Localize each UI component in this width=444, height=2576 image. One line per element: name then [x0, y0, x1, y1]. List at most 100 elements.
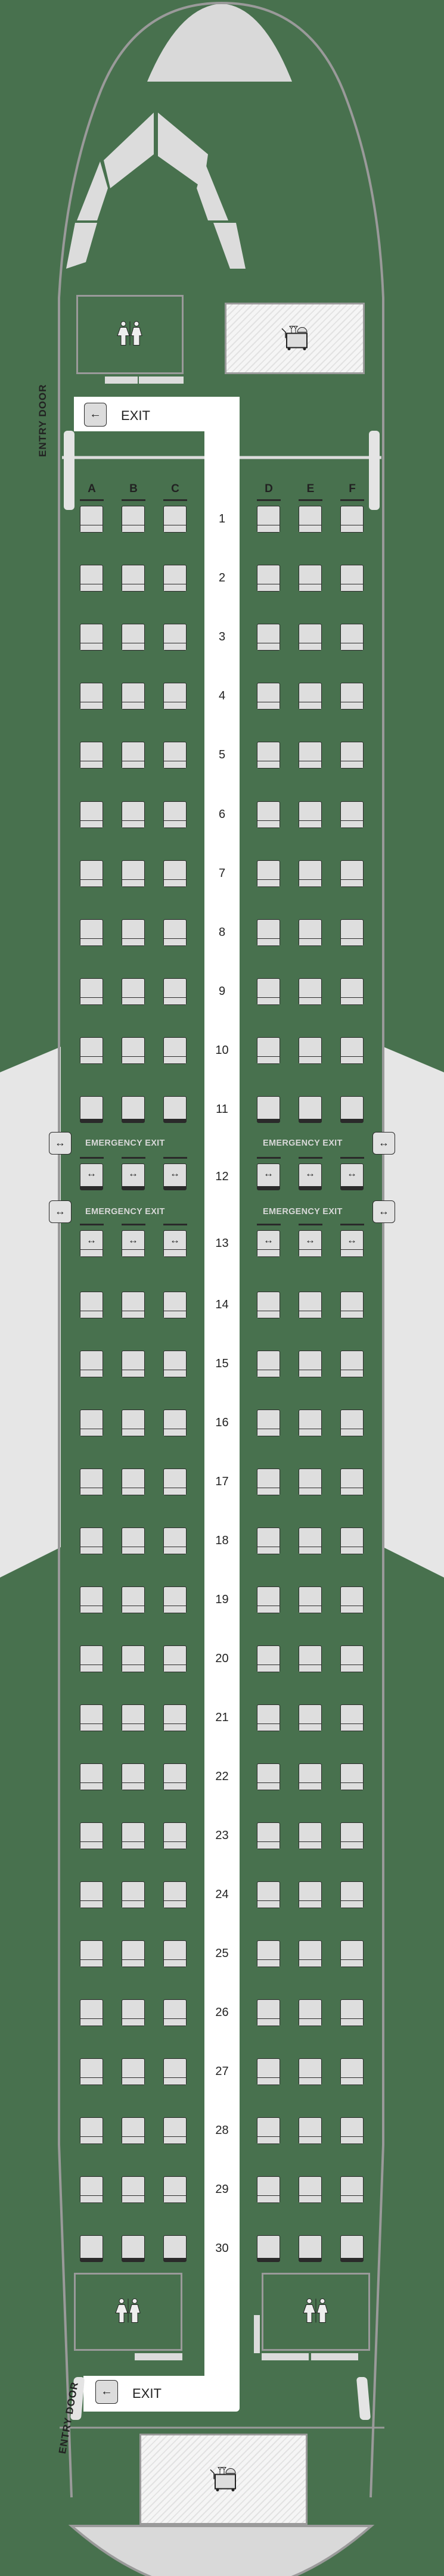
emergency-exit-door-left-2[interactable]: ↔	[49, 1200, 72, 1223]
seat-5F[interactable]	[340, 742, 364, 769]
seat-19E[interactable]	[299, 1586, 322, 1613]
seat-24C[interactable]	[163, 1881, 187, 1908]
seat-5C[interactable]	[163, 742, 187, 769]
seat-8C[interactable]	[163, 919, 187, 946]
seat-20E[interactable]	[299, 1645, 322, 1672]
seat-6A[interactable]	[80, 801, 103, 828]
seat-9D[interactable]	[257, 978, 280, 1005]
seat-12D[interactable]: ↔	[257, 1163, 280, 1190]
seat-16D[interactable]	[257, 1410, 280, 1436]
seat-9C[interactable]	[163, 978, 187, 1005]
seat-22F[interactable]	[340, 1763, 364, 1790]
seat-18E[interactable]	[299, 1527, 322, 1554]
seat-1E[interactable]	[299, 506, 322, 533]
seat-10C[interactable]	[163, 1037, 187, 1064]
seat-18F[interactable]	[340, 1527, 364, 1554]
seat-27B[interactable]	[122, 2058, 145, 2085]
seat-4C[interactable]	[163, 683, 187, 710]
seat-4D[interactable]	[257, 683, 280, 710]
seat-2A[interactable]	[80, 565, 103, 592]
seat-23B[interactable]	[122, 1822, 145, 1849]
seat-30B[interactable]	[122, 2235, 145, 2262]
seat-1A[interactable]	[80, 506, 103, 533]
seat-8A[interactable]	[80, 919, 103, 946]
seat-14E[interactable]	[299, 1292, 322, 1318]
seat-3B[interactable]	[122, 624, 145, 651]
seat-11F[interactable]	[340, 1096, 364, 1123]
seat-22B[interactable]	[122, 1763, 145, 1790]
seat-29F[interactable]	[340, 2176, 364, 2203]
seat-17B[interactable]	[122, 1469, 145, 1495]
seat-11E[interactable]	[299, 1096, 322, 1123]
seat-27A[interactable]	[80, 2058, 103, 2085]
seat-13E[interactable]: ↔	[299, 1230, 322, 1257]
seat-14B[interactable]	[122, 1292, 145, 1318]
seat-19B[interactable]	[122, 1586, 145, 1613]
seat-4F[interactable]	[340, 683, 364, 710]
seat-16A[interactable]	[80, 1410, 103, 1436]
seat-13A[interactable]: ↔	[80, 1230, 103, 1257]
seat-20C[interactable]	[163, 1645, 187, 1672]
seat-13F[interactable]: ↔	[340, 1230, 364, 1257]
seat-2D[interactable]	[257, 565, 280, 592]
seat-24E[interactable]	[299, 1881, 322, 1908]
seat-11B[interactable]	[122, 1096, 145, 1123]
seat-7D[interactable]	[257, 860, 280, 887]
seat-1D[interactable]	[257, 506, 280, 533]
seat-25C[interactable]	[163, 1940, 187, 1967]
seat-10D[interactable]	[257, 1037, 280, 1064]
seat-2F[interactable]	[340, 565, 364, 592]
seat-1F[interactable]	[340, 506, 364, 533]
seat-16C[interactable]	[163, 1410, 187, 1436]
seat-19C[interactable]	[163, 1586, 187, 1613]
seat-19F[interactable]	[340, 1586, 364, 1613]
seat-23F[interactable]	[340, 1822, 364, 1849]
seat-27C[interactable]	[163, 2058, 187, 2085]
seat-28B[interactable]	[122, 2117, 145, 2144]
seat-8F[interactable]	[340, 919, 364, 946]
seat-17E[interactable]	[299, 1469, 322, 1495]
seat-24A[interactable]	[80, 1881, 103, 1908]
seat-24F[interactable]	[340, 1881, 364, 1908]
seat-26E[interactable]	[299, 1999, 322, 2026]
seat-1B[interactable]	[122, 506, 145, 533]
seat-28A[interactable]	[80, 2117, 103, 2144]
seat-21A[interactable]	[80, 1704, 103, 1731]
seat-11C[interactable]	[163, 1096, 187, 1123]
seat-10B[interactable]	[122, 1037, 145, 1064]
seat-30F[interactable]	[340, 2235, 364, 2262]
seat-2C[interactable]	[163, 565, 187, 592]
seat-8E[interactable]	[299, 919, 322, 946]
seat-1C[interactable]	[163, 506, 187, 533]
seat-3F[interactable]	[340, 624, 364, 651]
seat-29E[interactable]	[299, 2176, 322, 2203]
seat-12B[interactable]: ↔	[122, 1163, 145, 1190]
seat-7A[interactable]	[80, 860, 103, 887]
seat-21C[interactable]	[163, 1704, 187, 1731]
seat-20F[interactable]	[340, 1645, 364, 1672]
seat-30A[interactable]	[80, 2235, 103, 2262]
seat-18C[interactable]	[163, 1527, 187, 1554]
seat-12F[interactable]: ↔	[340, 1163, 364, 1190]
seat-6E[interactable]	[299, 801, 322, 828]
seat-9B[interactable]	[122, 978, 145, 1005]
seat-14A[interactable]	[80, 1292, 103, 1318]
seat-4A[interactable]	[80, 683, 103, 710]
seat-25F[interactable]	[340, 1940, 364, 1967]
seat-6F[interactable]	[340, 801, 364, 828]
seat-18A[interactable]	[80, 1527, 103, 1554]
seat-15E[interactable]	[299, 1351, 322, 1377]
seat-5D[interactable]	[257, 742, 280, 769]
seat-3C[interactable]	[163, 624, 187, 651]
seat-29A[interactable]	[80, 2176, 103, 2203]
seat-20D[interactable]	[257, 1645, 280, 1672]
seat-19D[interactable]	[257, 1586, 280, 1613]
seat-3E[interactable]	[299, 624, 322, 651]
seat-6C[interactable]	[163, 801, 187, 828]
seat-3D[interactable]	[257, 624, 280, 651]
seat-14F[interactable]	[340, 1292, 364, 1318]
seat-27F[interactable]	[340, 2058, 364, 2085]
seat-15F[interactable]	[340, 1351, 364, 1377]
seat-13C[interactable]: ↔	[163, 1230, 187, 1257]
seat-9A[interactable]	[80, 978, 103, 1005]
